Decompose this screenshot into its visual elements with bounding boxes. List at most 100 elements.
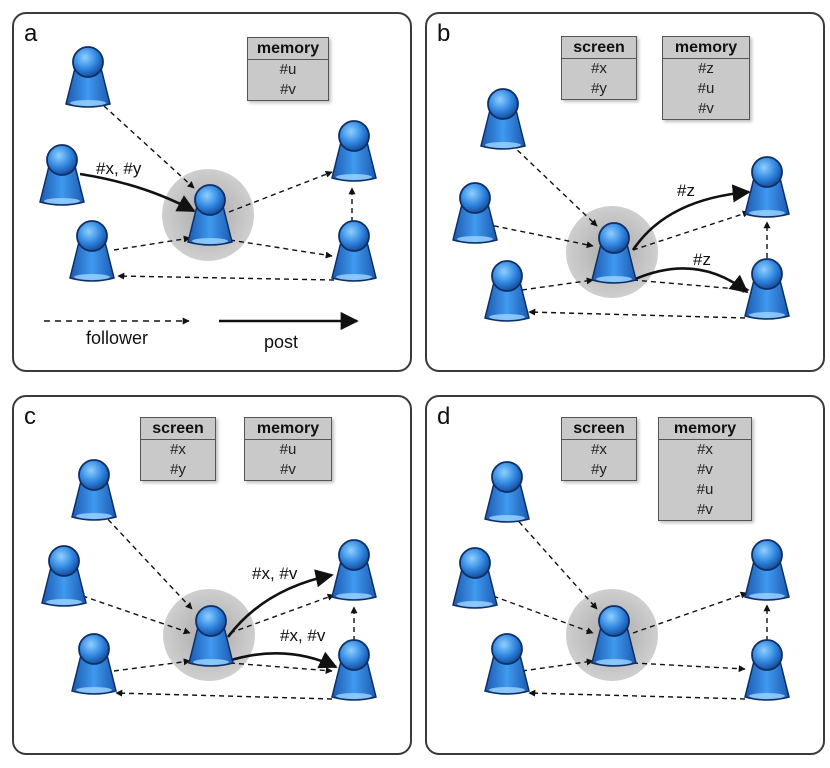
screen-item: #y <box>591 80 607 97</box>
post-label: #z <box>677 181 695 200</box>
user-icon <box>744 258 790 320</box>
memory-item: #x <box>697 441 713 458</box>
legend-follower-label: follower <box>86 328 149 348</box>
user-icon-focus <box>187 184 233 246</box>
follower-edge <box>103 105 195 189</box>
memory-item: #u <box>279 441 297 458</box>
follower-edge <box>229 239 333 259</box>
user-icon-focus <box>591 605 637 667</box>
user-icon <box>744 639 790 701</box>
user-icon <box>480 88 526 150</box>
post-label: #z <box>693 250 711 269</box>
user-icon <box>452 182 498 244</box>
panel-d: d screen #x #y memory #x #v #u #v <box>425 395 825 755</box>
follower-edge <box>632 591 748 634</box>
post-edge <box>79 172 196 213</box>
follower-edge <box>115 689 333 700</box>
screen-title: screen <box>562 418 636 440</box>
user-icon <box>65 46 111 108</box>
post-label: #x, #v <box>280 626 326 645</box>
follower-edge <box>512 514 598 610</box>
follower-edge <box>632 210 750 251</box>
follower-edge <box>632 662 746 673</box>
memory-box: memory #x #v #u #v <box>658 417 752 521</box>
screen-item: #y <box>591 461 607 478</box>
user-icon <box>484 461 530 523</box>
user-icon <box>331 539 377 601</box>
follower-edge <box>229 662 333 674</box>
follower-edge <box>484 592 594 635</box>
user-icon <box>744 156 790 218</box>
user-icon-focus <box>188 605 234 667</box>
user-icon <box>484 633 530 695</box>
follower-edge <box>101 512 193 610</box>
follower-edge <box>73 592 191 635</box>
memory-title: memory <box>663 37 749 59</box>
screen-title: screen <box>141 418 215 440</box>
memory-box: memory #z #u #v <box>662 36 750 120</box>
screen-box: screen #x #y <box>561 417 637 481</box>
panel-label: a <box>24 20 38 47</box>
follower-edge <box>484 223 594 249</box>
memory-item: #v <box>697 461 713 478</box>
user-icon <box>331 220 377 282</box>
memory-item: #v <box>280 461 296 478</box>
memory-title: memory <box>248 38 328 60</box>
panel-d-graph <box>452 461 790 701</box>
memory-item: #v <box>280 81 296 98</box>
user-icon <box>69 220 115 282</box>
screen-box: screen #x #y <box>561 36 637 100</box>
post-label: #x, #v <box>252 564 298 583</box>
memory-item: #z <box>698 60 714 77</box>
panel-label: d <box>437 403 451 430</box>
post-edge <box>632 267 749 294</box>
follower-edge <box>228 171 333 213</box>
legend-post-label: post <box>264 332 299 352</box>
panel-a: #x, #y a memory #u #v follower post <box>12 12 412 372</box>
memory-title: memory <box>659 418 751 440</box>
screen-item: #x <box>170 441 186 458</box>
follower-edge <box>521 658 594 672</box>
follower-edge <box>632 279 750 293</box>
user-icon <box>71 459 117 521</box>
user-icon <box>484 260 530 322</box>
follower-edge <box>229 593 335 634</box>
user-icon <box>39 144 85 206</box>
memory-item: #u <box>697 80 715 97</box>
memory-box: memory #u #v <box>247 37 329 101</box>
memory-title: memory <box>245 418 331 440</box>
panel-label: b <box>437 20 451 47</box>
screen-item: #x <box>591 60 607 77</box>
user-icon <box>331 120 377 182</box>
follower-edge <box>510 143 598 227</box>
follower-edge <box>528 308 746 319</box>
screen-title: screen <box>562 37 636 59</box>
user-icon <box>744 539 790 601</box>
panel-b-graph: #z #z <box>452 88 790 322</box>
follower-edge <box>528 689 746 700</box>
panel-label: c <box>24 403 36 430</box>
screen-item: #x <box>591 441 607 458</box>
panel-b: #z #z b screen #x #y memory #z #u #v <box>425 12 825 372</box>
post-label: #x, #y <box>96 159 142 178</box>
memory-item: #v <box>698 100 714 117</box>
user-icon-focus <box>591 222 637 284</box>
memory-item: #u <box>696 481 714 498</box>
memory-box: memory #u #v <box>244 417 332 481</box>
post-edge <box>227 651 338 669</box>
follower-edge <box>521 277 594 291</box>
post-edge <box>226 569 334 638</box>
user-icon <box>41 545 87 607</box>
user-icon <box>452 547 498 609</box>
screen-box: screen #x #y <box>140 417 216 481</box>
follower-edge <box>113 235 191 251</box>
user-icon <box>331 639 377 701</box>
panel-c-graph: #x, #v #x, #v <box>41 459 377 701</box>
post-edge <box>631 184 751 251</box>
screen-item: #y <box>170 461 186 478</box>
follower-edge <box>113 658 191 672</box>
panel-a-graph: #x, #y <box>39 46 377 331</box>
user-icon <box>71 633 117 695</box>
panel-c: #x, #v #x, #v c screen #x #y memory #u #… <box>12 395 412 755</box>
memory-item: #v <box>697 501 713 518</box>
